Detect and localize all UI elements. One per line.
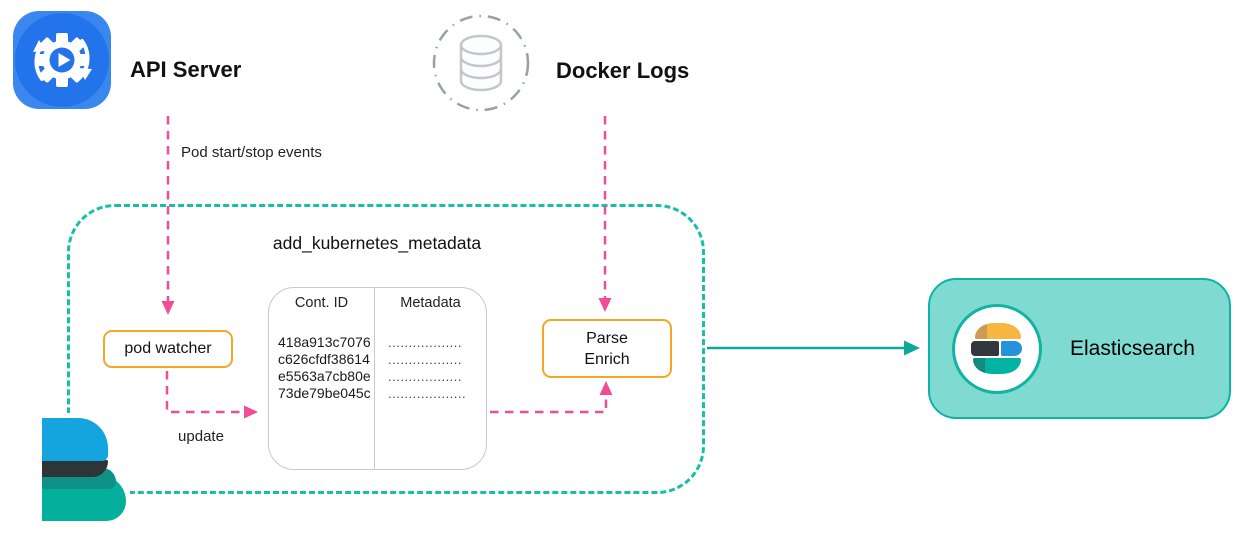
table-row: .................. — [388, 369, 463, 384]
parse-enrich-node: Parse Enrich — [542, 319, 672, 378]
table-row: .................. — [388, 352, 463, 367]
parse-enrich-label-line1: Parse — [586, 329, 628, 347]
elasticsearch-label: Elasticsearch — [1070, 336, 1195, 360]
table-row: 73de79be045c — [278, 385, 371, 401]
column-header-cont-id: Cont. ID — [294, 295, 349, 311]
table-column-metadata: Metadata .................. ............… — [375, 288, 486, 469]
table-row: 418a913c7076 — [278, 334, 371, 350]
pipeline-title: add_kubernetes_metadata — [272, 233, 482, 253]
container-metadata-table: Cont. ID 418a913c7076 c626cfdf38614 e556… — [268, 287, 487, 470]
beats-logo-icon — [38, 413, 130, 526]
database-cylinder-icon — [432, 14, 530, 112]
docker-logs-label: Docker Logs — [556, 58, 690, 83]
table-row: ................... — [388, 386, 467, 401]
elasticsearch-node: Elasticsearch — [928, 278, 1231, 419]
pod-events-edge-label: Pod start/stop events — [181, 144, 322, 161]
pod-watcher-node: pod watcher — [103, 330, 233, 368]
table-row: e5563a7cb80e — [278, 368, 371, 384]
elastic-logo-icon — [952, 303, 1042, 394]
table-row: .................. — [388, 335, 463, 350]
api-server-label: API Server — [130, 57, 242, 82]
gear-play-icon — [13, 11, 111, 109]
parse-enrich-label-line2: Enrich — [584, 350, 630, 368]
column-header-metadata: Metadata — [400, 295, 461, 311]
add-kubernetes-metadata-container — [67, 204, 705, 494]
table-row: c626cfdf38614 — [278, 351, 370, 367]
update-edge-label: update — [178, 428, 224, 445]
table-column-cont-id: Cont. ID 418a913c7076 c626cfdf38614 e556… — [269, 288, 375, 469]
pod-watcher-label: pod watcher — [124, 340, 212, 357]
